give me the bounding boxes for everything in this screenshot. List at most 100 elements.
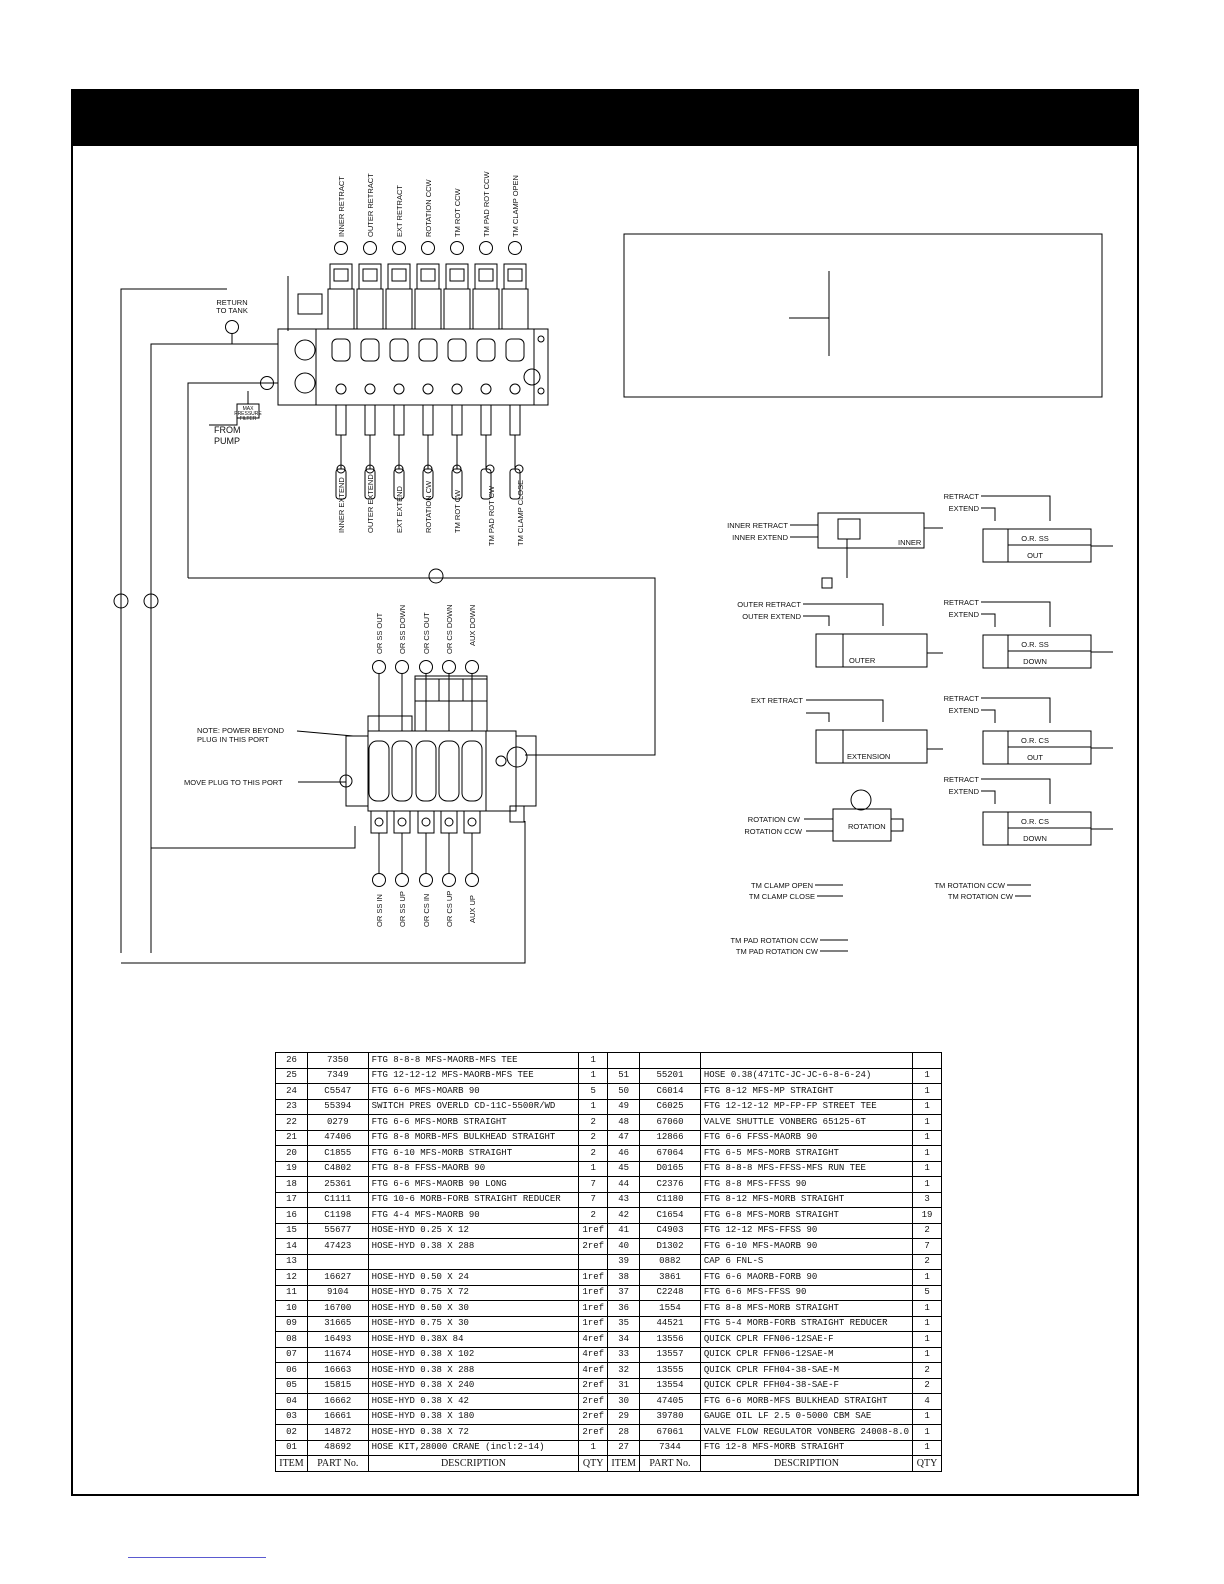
table-cell: 1ref [578, 1222, 609, 1239]
upper-top-port-icon [450, 241, 464, 255]
rotation-cw-label: ROTATION CW [748, 815, 801, 824]
table-cell: 1 [912, 1439, 942, 1456]
table-cell: FTG 8-12 MFS-MP STRAIGHT [699, 1083, 914, 1100]
table-cell [306, 1253, 369, 1270]
note-power-beyond-2: PLUG IN THIS PORT [197, 735, 269, 744]
note-power-beyond-1: NOTE: POWER BEYOND [197, 726, 285, 735]
lower-valve-section [438, 660, 460, 887]
upper-bottom-port-label: INNER EXTEND [337, 477, 346, 533]
table-cell: FTG 12-12 MFS-FFSS 90 [699, 1222, 914, 1239]
table-cell: 36 [607, 1300, 641, 1317]
table-cell: C1198 [306, 1207, 369, 1224]
table-cell: 55394 [306, 1098, 369, 1115]
table-cell: VALVE FLOW REGULATOR VONBERG 24008-8.0 [699, 1424, 914, 1441]
footer-link-underline [128, 1557, 266, 1558]
table-cell: 1 [912, 1269, 942, 1286]
table-cell: 49 [607, 1098, 641, 1115]
table-cell: 16 [275, 1207, 308, 1224]
filter-label-1: MAX [243, 406, 255, 412]
upper-valve-section [356, 241, 384, 500]
table-cell: 16663 [306, 1362, 369, 1379]
table-cell: FTG 4-4 MFS-MAORB 90 [367, 1207, 580, 1224]
table-cell: 17 [275, 1191, 308, 1208]
cylinder-outer [815, 633, 943, 668]
table-cell: 28 [607, 1424, 641, 1441]
or-cylinder-sub: OUT [1027, 753, 1043, 762]
upper-bottom-port-icon [365, 464, 375, 474]
table-cell: FTG 8-8 MFS-MORB STRAIGHT [699, 1300, 914, 1317]
or-extend-label: EXTEND [949, 787, 980, 796]
table-cell: FTG 6-6 MAORB-FORB 90 [699, 1269, 914, 1286]
upper-top-port-icon [421, 241, 435, 255]
table-cell: 2 [912, 1253, 942, 1270]
table-cell: HOSE-HYD 0.75 X 30 [367, 1315, 580, 1332]
table-header-desc: DESCRIPTION [367, 1455, 580, 1472]
lower-bottom-port-icon [465, 873, 479, 887]
table-cell: FTG 12-12-12 MFS-MAORB-MFS TEE [367, 1067, 580, 1084]
tm-rotation-ccw-label: TM ROTATION CCW [934, 881, 1005, 890]
lower-valve-section [391, 660, 413, 887]
table-cell: 40 [607, 1238, 641, 1255]
table-cell: D1302 [639, 1238, 701, 1255]
outer-cyl-label: OUTER [849, 656, 876, 665]
table-cell: 5 [578, 1083, 609, 1100]
table-cell: 4 [912, 1393, 942, 1410]
lower-bottom-port-icon [419, 873, 433, 887]
table-cell: SWITCH PRES OVERLD CD-11C-5500R/WD [367, 1098, 580, 1115]
table-cell: QUICK CPLR FFN06-12SAE-M [699, 1346, 914, 1363]
table-cell: 16662 [306, 1393, 369, 1410]
table-cell: 06 [275, 1362, 308, 1379]
table-cell: QUICK CPLR FFH04-38-SAE-F [699, 1377, 914, 1394]
table-cell: 29 [607, 1408, 641, 1425]
upper-bottom-port-label: EXT EXTEND [395, 485, 404, 533]
table-cell: 48692 [306, 1439, 369, 1456]
table-cell: 42 [607, 1207, 641, 1224]
table-cell: 2ref [578, 1377, 609, 1394]
filter-label-3: FILTER [240, 416, 257, 422]
lower-bottom-port-label: OR CS UP [445, 891, 454, 927]
table-cell [912, 1052, 942, 1069]
table-cell: 39 [607, 1253, 641, 1270]
upper-bottom-port-icon [336, 464, 346, 474]
table-cell: FTG 10-6 MORB-FORB STRAIGHT REDUCER [367, 1191, 580, 1208]
table-cell: FTG 8-8-8 MFS-FFSS-MFS RUN TEE [699, 1160, 914, 1177]
upper-valve-section [327, 241, 355, 500]
table-cell: 26 [275, 1052, 308, 1069]
table-cell: 37 [607, 1284, 641, 1301]
table-cell: FTG 8-8 MORB-MFS BULKHEAD STRAIGHT [367, 1129, 580, 1146]
lower-bottom-port-label: OR CS IN [422, 894, 431, 927]
table-cell: GAUGE OIL LF 2.5 0-5000 CBM SAE [699, 1408, 914, 1425]
table-cell: 2 [578, 1114, 609, 1131]
table-cell: 14872 [306, 1424, 369, 1441]
ext-retract-label: EXT RETRACT [751, 696, 803, 705]
table-cell: 2 [912, 1222, 942, 1239]
table-cell: 31665 [306, 1315, 369, 1332]
outer-retract-label: OUTER RETRACT [737, 600, 801, 609]
table-cell: 02 [275, 1424, 308, 1441]
table-cell: 7 [578, 1191, 609, 1208]
lower-top-port-label: OR CS DOWN [445, 604, 454, 654]
table-cell: FTG 8-8 MFS-FFSS 90 [699, 1176, 914, 1193]
table-cell: FTG 12-12-12 MP-FP-FP STREET TEE [699, 1098, 914, 1115]
upper-bottom-port-label: ROTATION CW [424, 480, 433, 533]
table-cell: 46 [607, 1145, 641, 1162]
table-cell: 47405 [639, 1393, 701, 1410]
table-cell: 1 [912, 1315, 942, 1332]
table-cell: HOSE-HYD 0.25 X 12 [367, 1222, 580, 1239]
table-cell: 21 [275, 1129, 308, 1146]
table-cell: C6014 [639, 1083, 701, 1100]
table-cell: FTG 12-8 MFS-MORB STRAIGHT [699, 1439, 914, 1456]
table-cell: 34 [607, 1331, 641, 1348]
ext-cyl-label: EXTENSION [847, 752, 890, 761]
table-cell: 22 [275, 1114, 308, 1131]
table-cell: HOSE-HYD 0.38 X 72 [367, 1424, 580, 1441]
table-cell: FTG 8-12 MFS-MORB STRAIGHT [699, 1191, 914, 1208]
table-cell: 9104 [306, 1284, 369, 1301]
table-cell: 1ref [578, 1269, 609, 1286]
